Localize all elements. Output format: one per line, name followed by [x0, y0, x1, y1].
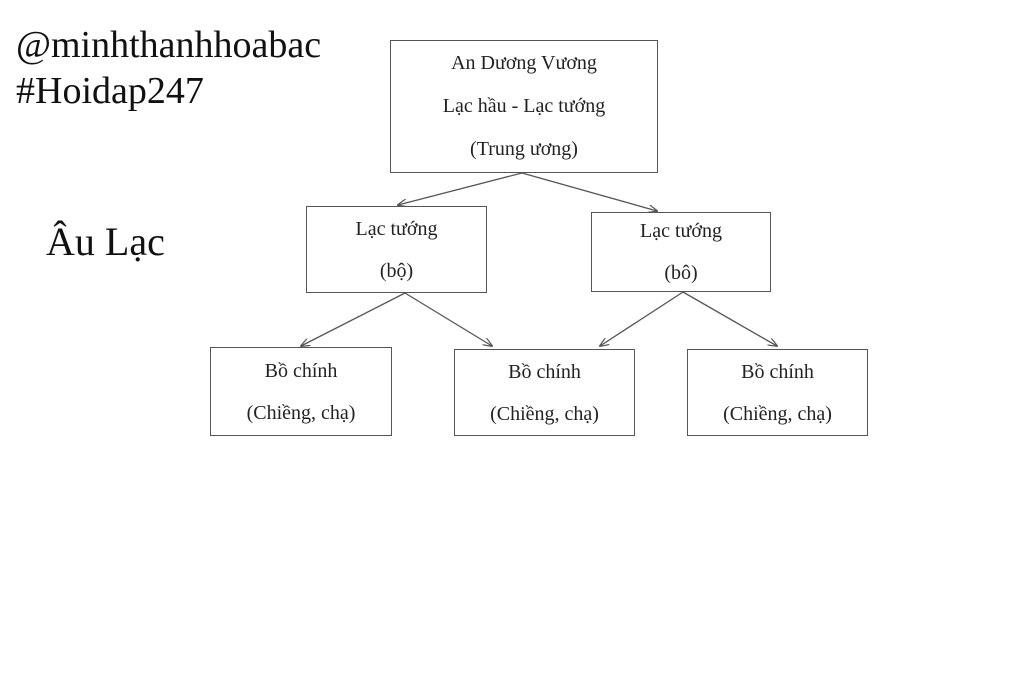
node-bo-chinh-3: Bồ chính (Chiềng, chạ)	[687, 349, 868, 436]
watermark-username: @minhthanhhoabac	[16, 24, 322, 66]
node-lac-tuong-right-line2: (bô)	[664, 262, 698, 284]
node-root-line1: An Dương Vương	[451, 52, 597, 74]
node-bo-chinh-3-line2: (Chiềng, chạ)	[723, 402, 832, 425]
arrow-root-to-lac-tuong-1	[398, 172, 523, 205]
node-bo-chinh-1-line1: Bồ chính	[264, 359, 338, 382]
node-bo-chinh-2-line1: Bồ chính	[508, 360, 581, 383]
node-bo-chinh-2: Bồ chính (Chiềng, chạ)	[454, 349, 635, 436]
node-lac-tuong-right-line1: Lạc tướng	[640, 220, 722, 242]
arrow-root-to-lac-tuong-2	[521, 172, 657, 211]
node-lac-tuong-left-line2: (bộ)	[379, 259, 414, 282]
watermark-hashtag: #Hoidap247	[16, 70, 204, 112]
node-bo-chinh-2-line2: (Chiềng, chạ)	[490, 402, 599, 425]
node-lac-tuong-left-line1: Lạc tướng	[355, 217, 438, 240]
arrow-lac-tuong-2-to-bo-chinh-3	[682, 291, 777, 346]
node-lac-tuong-left: Lạc tướng (bộ)	[306, 206, 487, 293]
diagram-title: Âu Lạc	[46, 219, 165, 264]
node-an-duong-vuong: An Dương Vương Lạc hầu - Lạc tướng (Trun…	[390, 40, 658, 173]
arrow-lac-tuong-1-to-bo-chinh-2	[404, 292, 492, 346]
arrow-lac-tuong-1-to-bo-chinh-1	[301, 292, 406, 346]
node-bo-chinh-3-line1: Bồ chính	[741, 360, 814, 383]
arrow-lac-tuong-2-to-bo-chinh-2	[600, 291, 684, 346]
node-root-line3: (Trung ương)	[470, 138, 578, 160]
node-bo-chinh-1: Bồ chính (Chiềng, chạ)	[210, 347, 392, 436]
node-bo-chinh-1-line2: (Chiềng, chạ)	[246, 401, 356, 424]
node-lac-tuong-right: Lạc tướng (bô)	[591, 212, 771, 292]
node-root-line2: Lạc hầu - Lạc tướng	[442, 95, 606, 117]
watermark: @minhthanhhoabac #Hoidap247	[16, 22, 321, 114]
